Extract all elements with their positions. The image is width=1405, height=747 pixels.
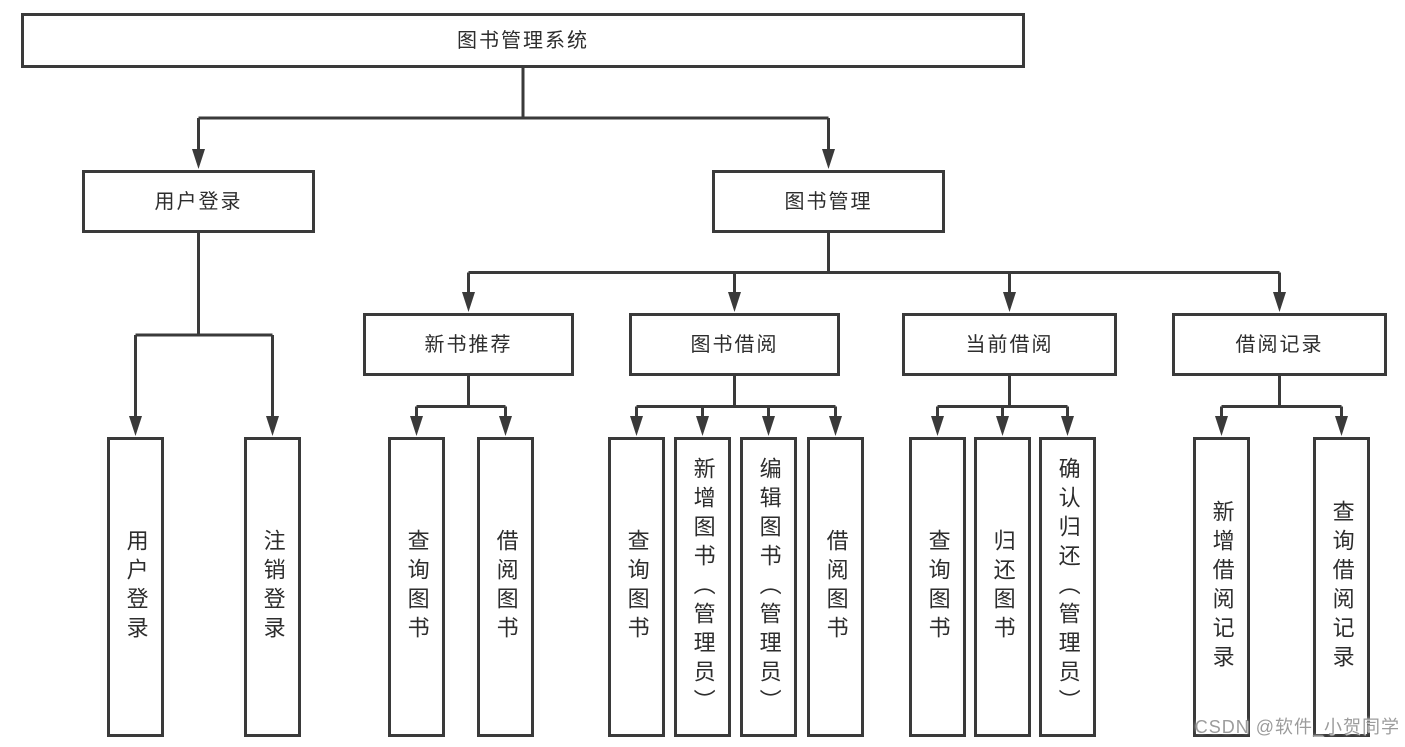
arrowhead-icon xyxy=(829,416,842,436)
leaf-query-book-1-label: 查询图书 xyxy=(404,529,430,645)
leaf-query-book-3: 查询图书 xyxy=(909,437,966,737)
arrowhead-icon xyxy=(762,416,775,436)
leaf-add-borrow-record: 新增借阅记录 xyxy=(1193,437,1250,737)
node-current-borrow-label: 当前借阅 xyxy=(965,333,1054,356)
node-root: 图书管理系统 xyxy=(21,13,1025,68)
leaf-borrow-book-2: 借阅图书 xyxy=(807,437,864,737)
arrowhead-icon xyxy=(1061,416,1074,436)
node-new-book-recommend-label: 新书推荐 xyxy=(424,333,513,356)
arrowhead-icon xyxy=(1335,416,1348,436)
leaf-query-book-1: 查询图书 xyxy=(388,437,445,737)
arrowhead-icon xyxy=(192,149,205,169)
watermark: CSDN @软件_小贺同学 xyxy=(1194,717,1400,737)
arrowhead-icon xyxy=(931,416,944,436)
arrowhead-icon xyxy=(728,292,741,312)
leaf-user-login: 用户登录 xyxy=(107,437,164,737)
node-book-borrow-label: 图书借阅 xyxy=(690,333,779,356)
leaf-borrow-book-1-label: 借阅图书 xyxy=(493,529,519,645)
node-book-management: 图书管理 xyxy=(712,170,945,233)
arrowhead-icon xyxy=(696,416,709,436)
arrowhead-icon xyxy=(1273,292,1286,312)
leaf-query-book-2-label: 查询图书 xyxy=(624,529,650,645)
node-root-label: 图书管理系统 xyxy=(457,29,589,52)
node-current-borrow: 当前借阅 xyxy=(902,313,1117,376)
arrowhead-icon xyxy=(996,416,1009,436)
node-user-login-label: 用户登录 xyxy=(154,190,243,213)
leaf-borrow-book-1: 借阅图书 xyxy=(477,437,534,737)
leaf-add-book-admin: 新增图书（管理员） xyxy=(674,437,731,737)
arrowhead-icon xyxy=(1215,416,1228,436)
leaf-return-book-label: 归还图书 xyxy=(990,529,1016,645)
leaf-confirm-return-admin-label: 确认归还（管理员） xyxy=(1055,456,1081,718)
leaf-user-login-label: 用户登录 xyxy=(123,529,149,645)
leaf-return-book: 归还图书 xyxy=(974,437,1031,737)
leaf-query-borrow-record-label: 查询借阅记录 xyxy=(1329,500,1355,674)
leaf-query-borrow-record: 查询借阅记录 xyxy=(1313,437,1370,737)
arrowhead-icon xyxy=(266,416,279,436)
leaf-query-book-2: 查询图书 xyxy=(608,437,665,737)
leaf-logout-label: 注销登录 xyxy=(260,529,286,645)
leaf-add-borrow-record-label: 新增借阅记录 xyxy=(1209,500,1235,674)
node-borrow-records-label: 借阅记录 xyxy=(1235,333,1324,356)
leaf-edit-book-admin: 编辑图书（管理员） xyxy=(740,437,797,737)
arrowhead-icon xyxy=(129,416,142,436)
node-book-management-label: 图书管理 xyxy=(784,190,873,213)
arrowhead-icon xyxy=(630,416,643,436)
arrowhead-icon xyxy=(410,416,423,436)
arrowhead-icon xyxy=(1003,292,1016,312)
leaf-borrow-book-2-label: 借阅图书 xyxy=(823,529,849,645)
leaf-edit-book-admin-label: 编辑图书（管理员） xyxy=(756,456,782,718)
arrowhead-icon xyxy=(822,149,835,169)
leaf-query-book-3-label: 查询图书 xyxy=(925,529,951,645)
node-book-borrow: 图书借阅 xyxy=(629,313,840,376)
leaf-logout: 注销登录 xyxy=(244,437,301,737)
arrowhead-icon xyxy=(462,292,475,312)
node-borrow-records: 借阅记录 xyxy=(1172,313,1387,376)
node-user-login: 用户登录 xyxy=(82,170,315,233)
node-new-book-recommend: 新书推荐 xyxy=(363,313,574,376)
leaf-add-book-admin-label: 新增图书（管理员） xyxy=(690,456,716,718)
arrowhead-icon xyxy=(499,416,512,436)
leaf-confirm-return-admin: 确认归还（管理员） xyxy=(1039,437,1096,737)
